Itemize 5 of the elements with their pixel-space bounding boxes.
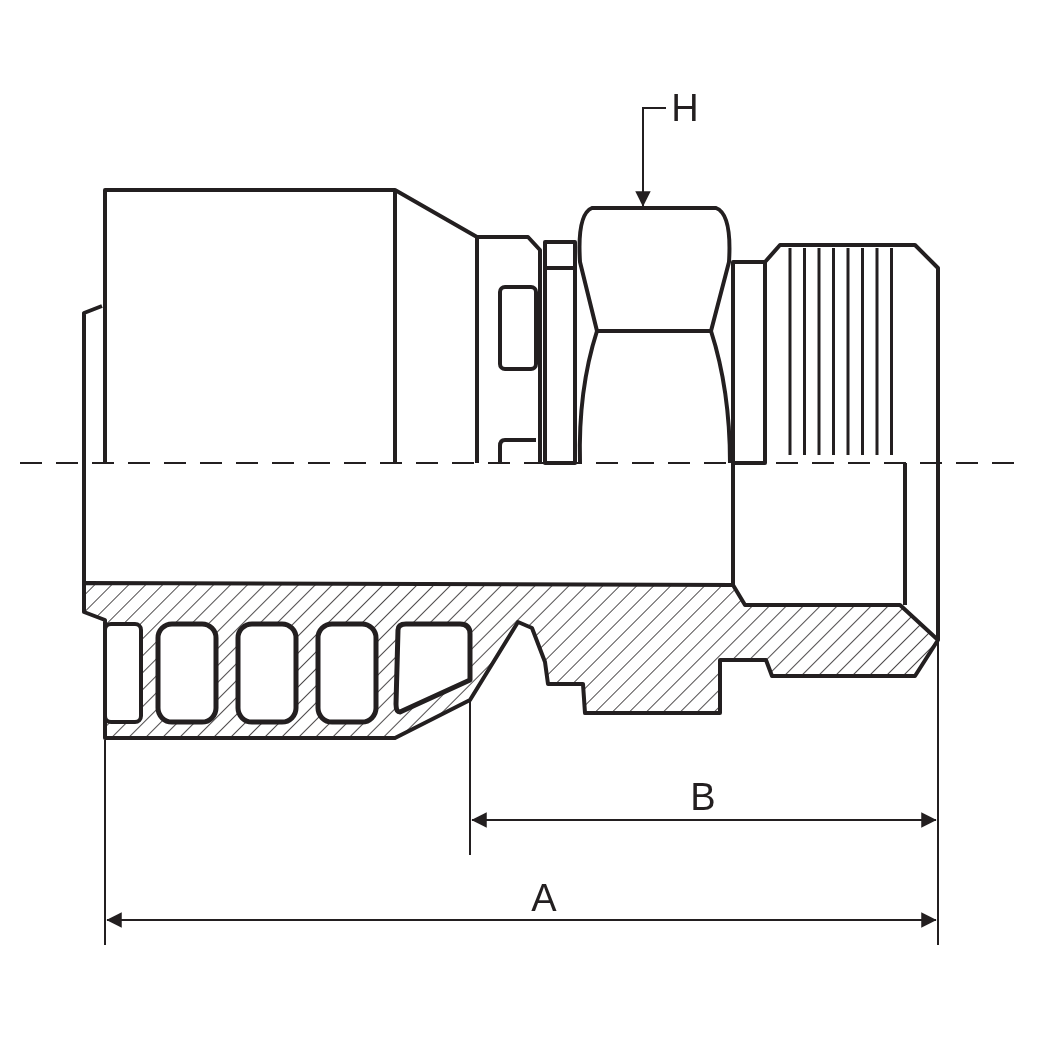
leader-arrow [635, 107, 667, 207]
hex-nut [577, 206, 732, 465]
dimension-label: A [530, 878, 558, 918]
hex-size-label: H [666, 88, 704, 128]
dimension-label: B [689, 777, 717, 817]
